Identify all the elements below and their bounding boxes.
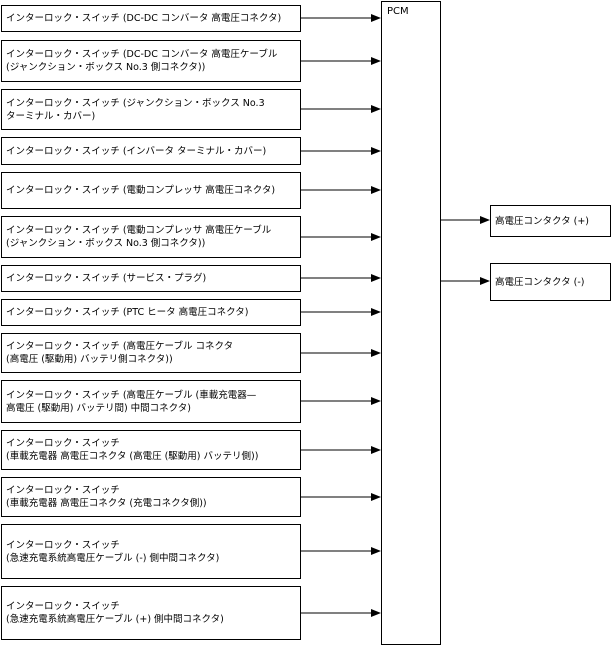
output-box-contactor-minus: 高電圧コンタクタ (-) <box>490 263 611 301</box>
input-arrow-12 <box>301 493 381 501</box>
pcm-block: PCM <box>381 1 441 645</box>
input-box-4: インターロック・スイッチ (インバータ ターミナル・カバー) <box>1 137 301 165</box>
input-arrow-6 <box>301 233 381 241</box>
input-box-12: インターロック・スイッチ (車載充電器 高電圧コネクタ (充電コネクタ側)) <box>1 477 301 517</box>
input-box-14: インターロック・スイッチ (急速充電系統高電圧ケーブル (+) 側中間コネクタ) <box>1 586 301 640</box>
input-box-7: インターロック・スイッチ (サービス・プラグ) <box>1 265 301 292</box>
input-arrow-14 <box>301 609 381 617</box>
input-box-13: インターロック・スイッチ (急速充電系統高電圧ケーブル (-) 側中間コネクタ) <box>1 524 301 579</box>
input-box-8: インターロック・スイッチ (PTC ヒータ 高電圧コネクタ) <box>1 299 301 326</box>
input-arrow-13 <box>301 547 381 555</box>
input-box-6: インターロック・スイッチ (電動コンプレッサ 高電圧ケーブル (ジャンクション・… <box>1 216 301 258</box>
input-box-10: インターロック・スイッチ (高電圧ケーブル (車載充電器— 高電圧 (駆動用) … <box>1 380 301 423</box>
input-arrow-4 <box>301 147 381 155</box>
input-arrow-8 <box>301 308 381 316</box>
input-arrow-2 <box>301 57 381 65</box>
output-arrow-1 <box>441 216 490 224</box>
input-box-1: インターロック・スイッチ (DC-DC コンバータ 高電圧コネクタ) <box>1 5 301 32</box>
input-box-2: インターロック・スイッチ (DC-DC コンバータ 高電圧ケーブル (ジャンクシ… <box>1 40 301 82</box>
input-box-11: インターロック・スイッチ (車載充電器 高電圧コネクタ (高電圧 (駆動用) バ… <box>1 430 301 470</box>
input-arrow-1 <box>301 14 381 22</box>
input-arrow-7 <box>301 274 381 282</box>
input-box-5: インターロック・スイッチ (電動コンプレッサ 高電圧コネクタ) <box>1 172 301 209</box>
input-arrow-3 <box>301 105 381 113</box>
output-box-contactor-plus: 高電圧コンタクタ (+) <box>490 205 611 237</box>
output-arrow-2 <box>441 277 490 285</box>
input-arrow-5 <box>301 186 381 194</box>
pcm-label: PCM <box>387 6 409 17</box>
input-box-3: インターロック・スイッチ (ジャンクション・ボックス No.3 ターミナル・カバ… <box>1 89 301 130</box>
input-arrow-9 <box>301 349 381 357</box>
input-box-9: インターロック・スイッチ (高電圧ケーブル コネクタ (高電圧 (駆動用) バッ… <box>1 333 301 373</box>
input-arrow-10 <box>301 397 381 405</box>
input-arrow-11 <box>301 446 381 454</box>
